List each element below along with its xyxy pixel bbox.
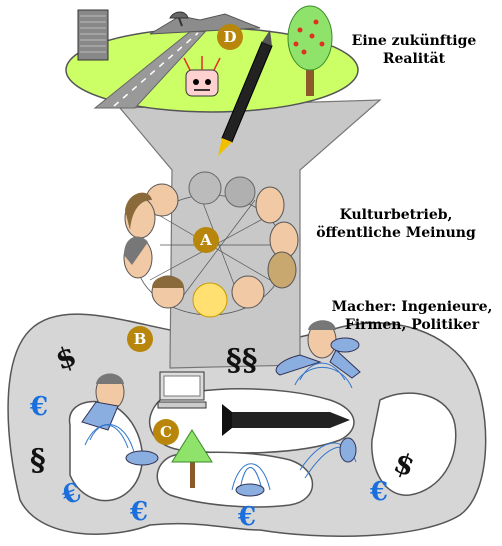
- caption-culture-line1: Kulturbetrieb,: [339, 207, 453, 223]
- face-top-3: [224, 176, 256, 208]
- road: [93, 29, 207, 109]
- paragraph-symbol: §: [30, 443, 46, 478]
- svg-text:B: B: [134, 330, 147, 348]
- caption-future-reality-line2: Realität: [382, 51, 446, 67]
- euro-symbol-1: €: [29, 392, 48, 422]
- fountain-pen-icon: [218, 30, 273, 156]
- caption-future-reality-line1: Eine zukünftige: [351, 33, 477, 49]
- apple-tree-icon: [287, 5, 333, 96]
- badge-b: B: [127, 326, 153, 352]
- stone-right: [330, 337, 360, 353]
- badge-a: A: [193, 227, 219, 253]
- badge-c: C: [153, 419, 179, 445]
- stone-fountain: [235, 483, 265, 497]
- robot-head-icon: [183, 56, 221, 97]
- euro-symbol-4: €: [237, 502, 256, 532]
- hair-left-1: [125, 192, 152, 230]
- computer-icon: [157, 371, 207, 409]
- skyscraper: [77, 9, 109, 61]
- caption-makers-line1: Macher: Ingenieure,: [331, 299, 493, 315]
- caption-culture-line2: öffentliche Meinung: [316, 225, 476, 241]
- tube-hole-right: [371, 392, 457, 496]
- face-right-3: [267, 251, 297, 289]
- hair-left-2: [124, 236, 148, 265]
- missile-icon: [222, 404, 350, 436]
- svg-text:D: D: [223, 28, 236, 46]
- satellite-dish-icon: [169, 11, 189, 27]
- maker-figure-left: [81, 373, 159, 466]
- badge-d: D: [217, 24, 243, 50]
- stone-right-2: [339, 437, 357, 463]
- euro-symbol-5: €: [369, 477, 388, 507]
- caption-makers: Macher: Ingenieure, Firmen, Politiker: [326, 298, 498, 334]
- face-top-2: [188, 171, 222, 205]
- double-paragraph-symbol: §§: [226, 343, 257, 378]
- caption-culture: Kulturbetrieb, öffentliche Meinung: [306, 206, 486, 242]
- face-bottom-2: [192, 282, 228, 318]
- caption-future-reality: Eine zukünftige Realität: [344, 32, 484, 68]
- small-tree-icon: [171, 429, 213, 488]
- hair-bottom-1: [152, 276, 184, 288]
- face-right-1: [255, 186, 285, 224]
- caption-makers-line2: Firmen, Politiker: [344, 317, 480, 333]
- svg-text:A: A: [199, 231, 212, 249]
- face-bottom-3: [231, 275, 265, 309]
- svg-text:C: C: [160, 423, 172, 441]
- euro-symbol-3: €: [129, 497, 148, 527]
- maker-figure-right: [275, 320, 361, 379]
- face-group: [123, 171, 299, 318]
- skyscraper-windows: [80, 15, 106, 53]
